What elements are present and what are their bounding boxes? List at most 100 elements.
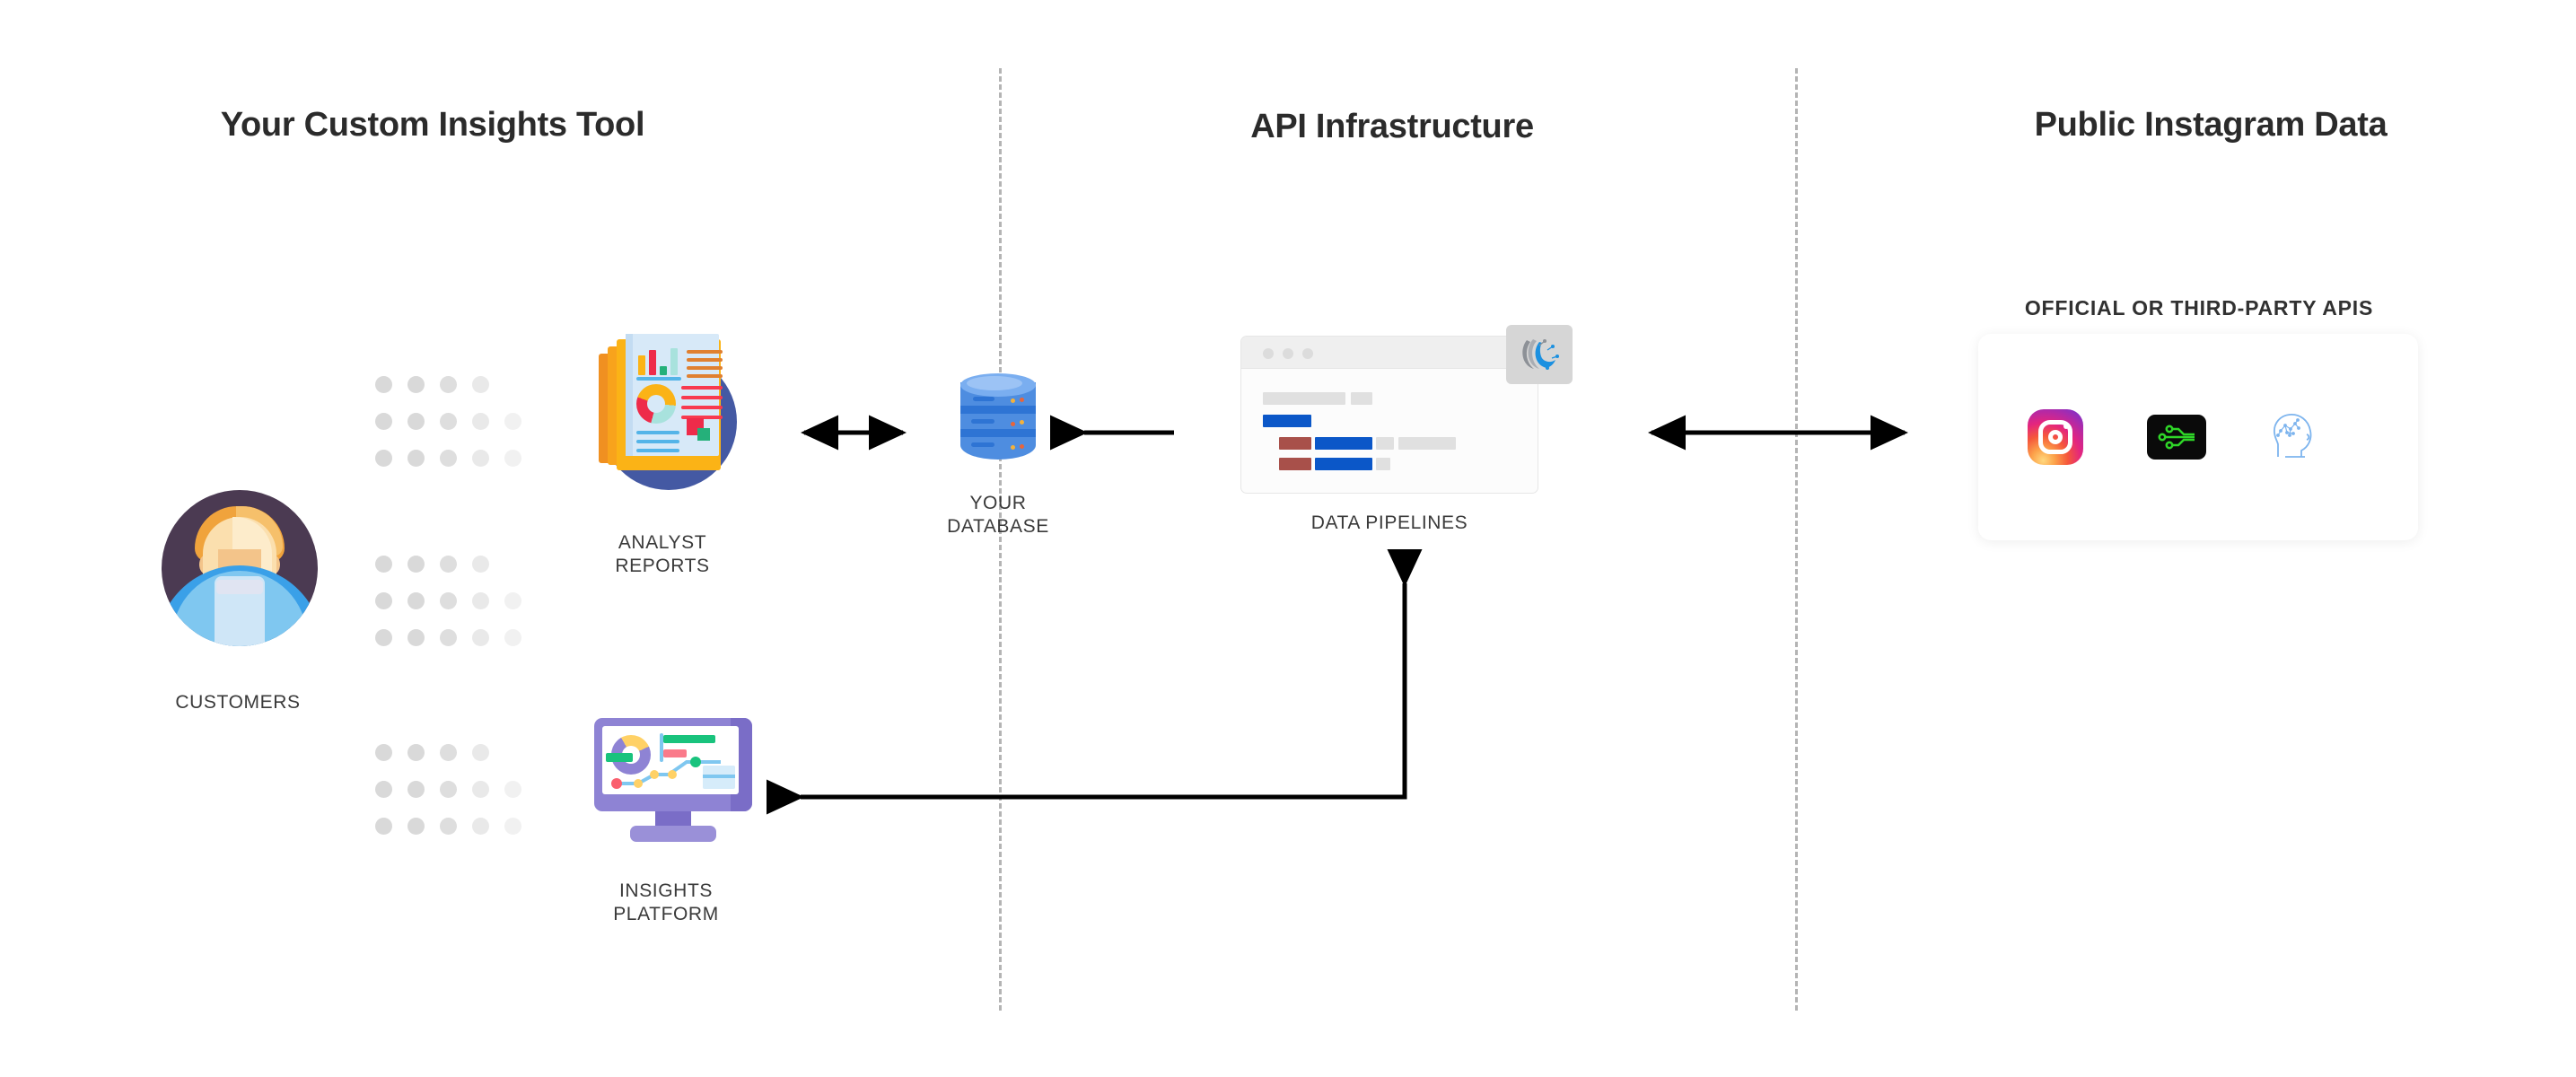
dot-grid-dot	[375, 818, 392, 835]
monitor-bar-green	[663, 735, 715, 743]
instagram-logo[interactable]	[2028, 409, 2083, 465]
database-tick-1	[973, 397, 994, 401]
dot-grid-row	[375, 440, 537, 477]
database-band-1	[960, 406, 1036, 414]
pipelines-vendor-badge	[1506, 325, 1573, 384]
reports-line-orange-2	[687, 358, 723, 362]
analyst-reports-label: ANALYST REPORTS	[615, 532, 710, 577]
reports-bar-1	[638, 355, 645, 375]
dot-grid-dot	[407, 376, 425, 393]
dot-grid-dot	[375, 781, 392, 798]
monitor-base	[630, 826, 716, 842]
database-led-2	[1020, 398, 1024, 402]
reports-line-orange-3	[687, 366, 723, 370]
column-title-api-infrastructure: API Infrastructure	[1250, 108, 1534, 145]
pipelines-code-seg-2	[1351, 392, 1372, 405]
reports-line-orange-4	[687, 374, 723, 378]
dot-grid-dot	[407, 556, 425, 573]
dot-grid-row	[375, 771, 537, 808]
database-led-5	[1011, 445, 1015, 450]
circuit-api-logo[interactable]	[2147, 415, 2206, 460]
pipelines-code-seg-3	[1263, 415, 1311, 427]
monitor-screen	[602, 726, 739, 794]
reports-bar-axis	[636, 377, 681, 381]
database-led-6	[1020, 444, 1024, 449]
dot-grid-dot	[472, 413, 489, 430]
dot-grid-dot	[504, 413, 521, 430]
insights-platform-label: INSIGHTS PLATFORM	[613, 880, 719, 925]
pipelines-code-seg-4	[1279, 437, 1311, 450]
monitor-line-chart	[611, 757, 721, 789]
dot-grid-row	[375, 582, 537, 619]
dot-grid-dot	[504, 818, 521, 835]
divider-left	[999, 68, 1002, 1011]
dot-grid-dot	[375, 629, 392, 646]
dot-grid-dot	[440, 450, 457, 467]
your-database-icon	[960, 373, 1036, 468]
decorative-dot-grid-bottom	[375, 734, 537, 845]
dot-grid-dot	[407, 450, 425, 467]
divider-right	[1795, 68, 1798, 1011]
dot-grid-dot	[375, 744, 392, 761]
api-logos-card	[1978, 334, 2418, 540]
dot-grid-row	[375, 366, 537, 403]
dot-grid-dot	[472, 744, 489, 761]
pipelines-code-seg-8	[1279, 458, 1311, 470]
pipelines-code-seg-6	[1376, 437, 1394, 450]
dot-grid-dot	[375, 592, 392, 609]
pipelines-code-seg-10	[1376, 458, 1390, 470]
dot-grid-dot	[472, 781, 489, 798]
window-dot-1	[1263, 348, 1274, 359]
monitor-bar-pink	[663, 749, 687, 757]
dot-grid-dot	[440, 376, 457, 393]
reports-line-blue-1	[636, 431, 679, 434]
dot-grid-row	[375, 619, 537, 656]
monitor-neck	[655, 811, 691, 829]
reports-bar-3	[660, 366, 667, 375]
dot-grid-dot	[440, 413, 457, 430]
database-top-highlight	[967, 376, 1022, 390]
reports-page-edge	[626, 334, 633, 456]
pipelines-code-seg-9	[1315, 458, 1372, 470]
official-or-third-party-apis-heading: OFFICIAL OR THIRD-PARTY APIS	[2024, 296, 2374, 320]
dot-grid-dot	[504, 450, 521, 467]
decorative-dot-grid-top	[375, 366, 537, 477]
pipelines-insights-feedback-arrow	[766, 549, 1423, 815]
dot-grid-dot	[440, 781, 457, 798]
dot-grid-dot	[440, 556, 457, 573]
monitor-green-tag	[606, 753, 633, 762]
data-pipelines-label: DATA PIPELINES	[1310, 512, 1468, 533]
decorative-dot-grid-middle	[375, 546, 537, 656]
customers-avatar	[162, 490, 318, 646]
pipelines-code-seg-7	[1398, 437, 1456, 450]
dot-grid-dot	[504, 629, 521, 646]
reports-line-blue-2	[636, 440, 679, 443]
dot-grid-dot	[504, 781, 521, 798]
pipelines-code-seg-5	[1315, 437, 1372, 450]
avatar-collar	[216, 580, 263, 594]
dot-grid-dot	[375, 556, 392, 573]
window-dot-2	[1283, 348, 1293, 359]
reports-line-red-1	[681, 386, 723, 390]
ai-head-logo[interactable]	[2265, 407, 2318, 463]
dot-grid-dot	[440, 744, 457, 761]
analyst-reports-icon	[588, 332, 749, 494]
column-title-custom-insights-tool: Your Custom Insights Tool	[220, 106, 645, 144]
monitor-axis	[660, 733, 663, 762]
reports-line-red-4	[681, 416, 723, 419]
dot-grid-dot	[375, 376, 392, 393]
monitor-panel-line	[703, 775, 735, 778]
insights-platform-icon	[594, 718, 752, 842]
dot-grid-dot	[472, 629, 489, 646]
customers-label: CUSTOMERS	[175, 692, 301, 713]
column-title-public-instagram-data: Public Instagram Data	[2034, 106, 2388, 144]
dot-grid-row	[375, 808, 537, 845]
window-dot-3	[1302, 348, 1313, 359]
instagram-square-icon	[2038, 420, 2072, 454]
dot-grid-dot	[407, 413, 425, 430]
dot-grid-dot	[472, 556, 489, 573]
dot-grid-dot	[440, 592, 457, 609]
dot-grid-dot	[407, 744, 425, 761]
dot-grid-row	[375, 546, 537, 582]
